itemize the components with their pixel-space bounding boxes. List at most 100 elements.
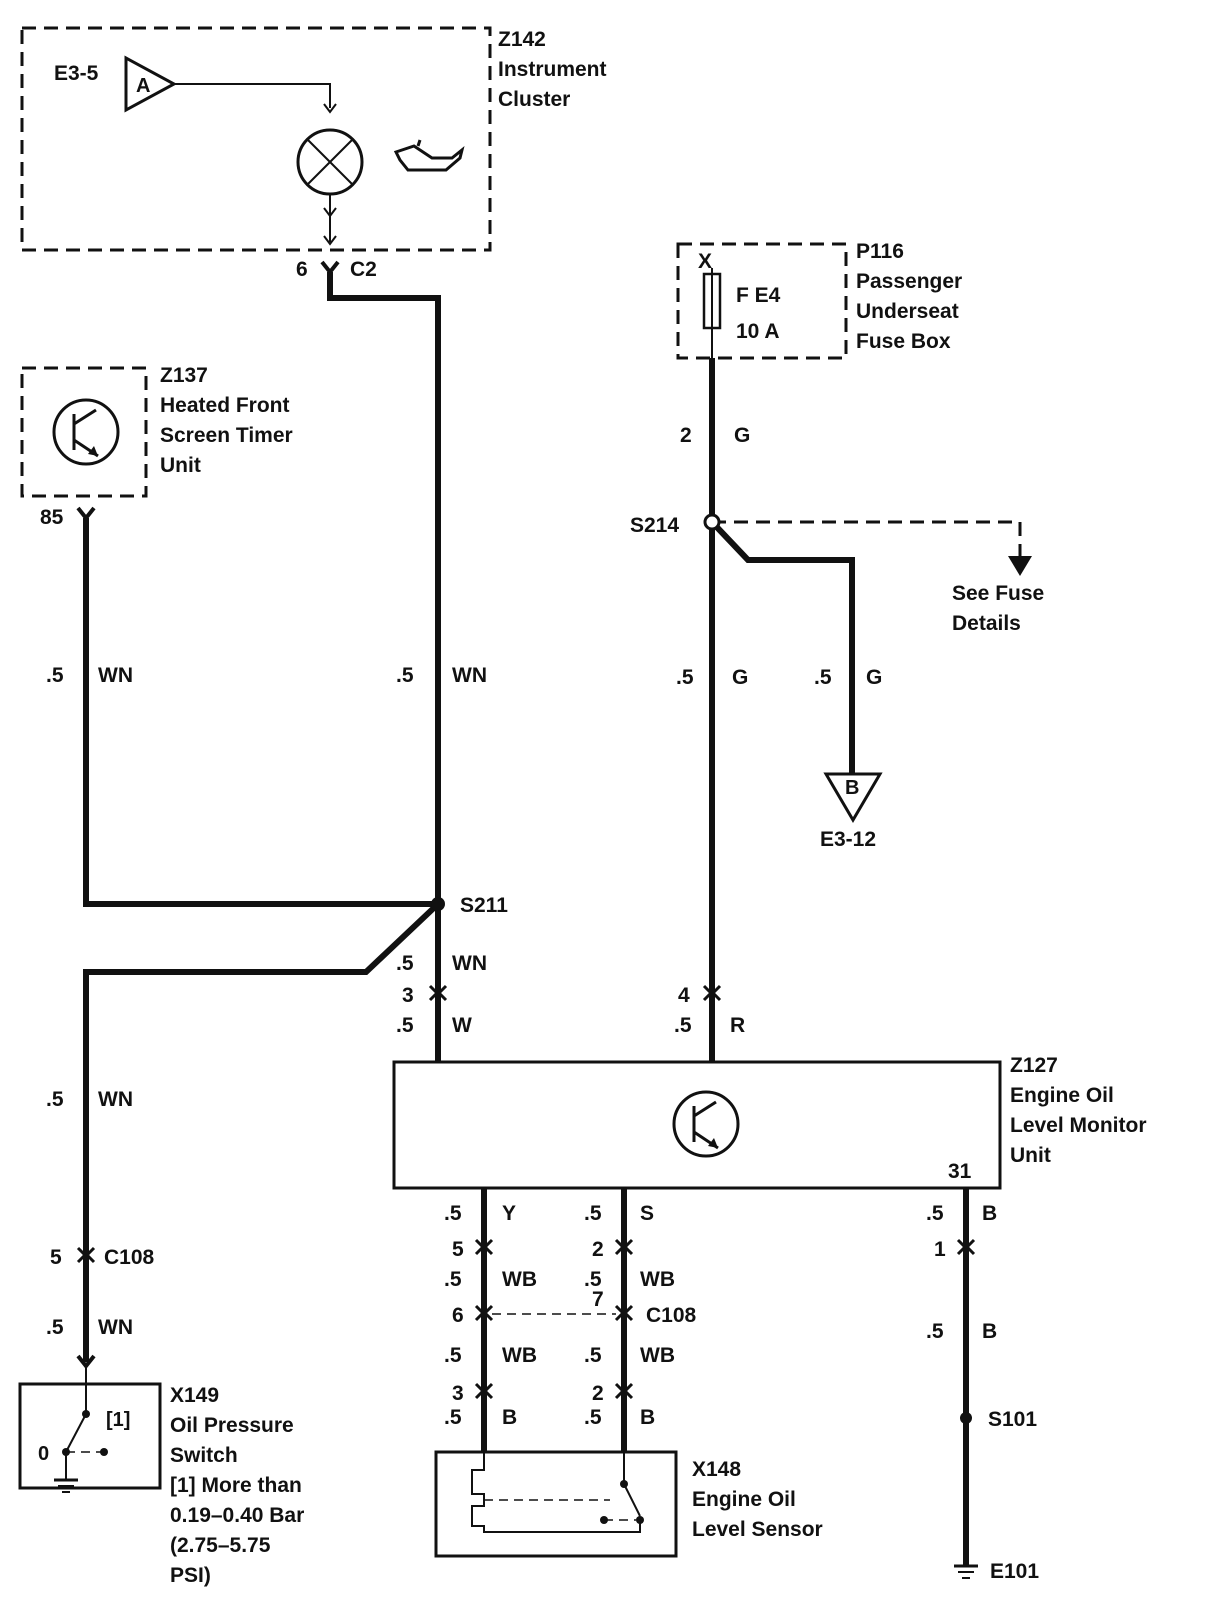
connector-3-symbol xyxy=(428,984,448,1002)
x149-line6: PSI) xyxy=(170,1564,211,1587)
p116-x-label: X xyxy=(698,250,712,273)
z127-id: Z127 xyxy=(1010,1054,1058,1077)
c108-left-label: C108 xyxy=(104,1246,155,1269)
z142-line1: Instrument xyxy=(498,58,607,81)
y-wire-size: .5 xyxy=(444,1202,462,1225)
b-a-color: B xyxy=(502,1406,517,1429)
ground-icon-e101 xyxy=(954,1564,978,1579)
s214-label: S214 xyxy=(630,514,679,537)
ground-icon-x149 xyxy=(54,1478,78,1493)
connector-2a-symbol xyxy=(614,1238,634,1256)
c2-connector-symbol xyxy=(320,260,340,276)
w-center-color: W xyxy=(452,1014,472,1037)
wn-left-color: WN xyxy=(98,664,133,687)
x149-id: X149 xyxy=(170,1384,219,1407)
p116-id: P116 xyxy=(856,240,904,263)
x149-zero-label: 0 xyxy=(38,1443,49,1465)
z127-line3: Unit xyxy=(1010,1144,1051,1167)
r-center-size: .5 xyxy=(674,1014,692,1037)
warning-lamp-icon xyxy=(296,128,364,196)
z142-ref-in: E3-5 xyxy=(54,62,99,85)
c108-left-pin: 5 xyxy=(50,1246,62,1269)
g-branch-size: .5 xyxy=(814,666,832,689)
x149-contact-label: [1] xyxy=(106,1409,130,1431)
conn-4-label: 4 xyxy=(678,984,690,1007)
oil-can-icon xyxy=(393,139,465,172)
wb-b2-size: .5 xyxy=(584,1344,602,1367)
dashed-to-fuse-details xyxy=(712,520,1022,556)
z127-line2: Level Monitor xyxy=(1010,1114,1147,1137)
x149-boundary xyxy=(18,1382,162,1490)
conn-2b-label: 2 xyxy=(592,1382,604,1405)
wb-a2-color: WB xyxy=(502,1344,537,1367)
p116-fuse-box: X F E4 10 A P116 Passenger Underseat Fus… xyxy=(676,240,962,360)
connector-1-symbol xyxy=(956,1238,976,1256)
z127-line1: Engine Oil xyxy=(1010,1084,1114,1107)
x149-line3: [1] More than xyxy=(170,1474,302,1497)
p116-line2: Underseat xyxy=(856,300,959,323)
wn-below-s211-size: .5 xyxy=(396,952,414,975)
wn-bottom-left-size: .5 xyxy=(46,1316,64,1339)
splice-s101-dot xyxy=(960,1412,972,1424)
g-branch-color: G xyxy=(866,666,882,689)
see-fuse-line1: See Fuse xyxy=(952,582,1044,605)
wn-lower-left-color: WN xyxy=(98,1088,133,1111)
g-top-color: G xyxy=(734,424,750,447)
transistor-icon-z127 xyxy=(672,1090,740,1158)
conn-6-label: 6 xyxy=(452,1304,464,1327)
conn-3b-label: 3 xyxy=(452,1382,464,1405)
see-fuse-line2: Details xyxy=(952,612,1021,635)
z142-line2: Cluster xyxy=(498,88,570,111)
wn-below-s211-color: WN xyxy=(452,952,487,975)
e3-12-connector: B E3-12 xyxy=(820,772,883,851)
x148-id: X148 xyxy=(692,1458,741,1481)
connector-4-symbol xyxy=(702,984,722,1002)
w-center-size: .5 xyxy=(396,1014,414,1037)
g-mid-color: G xyxy=(732,666,748,689)
z127-pin: 31 xyxy=(948,1160,972,1183)
z137-timer-unit: Z137 Heated Front Screen Timer Unit 85 xyxy=(20,364,293,529)
z137-line2: Screen Timer xyxy=(160,424,293,447)
connector-7-symbol xyxy=(614,1304,634,1322)
splice-s211-dot xyxy=(431,897,445,911)
p116-boundary xyxy=(676,242,848,360)
x149-line1: Oil Pressure xyxy=(170,1414,294,1437)
x148-line1: Engine Oil xyxy=(692,1488,796,1511)
conn-7-label: 7 xyxy=(592,1288,604,1311)
wb-b2-color: WB xyxy=(640,1344,675,1367)
z137-boundary xyxy=(20,366,148,498)
wn-lower-left-size: .5 xyxy=(46,1088,64,1111)
conn-3-label: 3 xyxy=(402,984,414,1007)
z142-conn: C2 xyxy=(350,258,377,281)
connector-2b-symbol xyxy=(614,1382,634,1400)
tri-b-letter: B xyxy=(845,777,859,799)
e3-12-label: E3-12 xyxy=(820,828,876,851)
z142-id: Z142 xyxy=(498,28,546,51)
wb-a2-size: .5 xyxy=(444,1344,462,1367)
x149-oil-pressure-switch: [1] 0 X149 Oil Pressure Switch [1] More … xyxy=(18,1366,304,1587)
p116-fuse-rating: 10 A xyxy=(736,320,780,343)
ground-e101-label: E101 xyxy=(990,1560,1039,1583)
z137-line3: Unit xyxy=(160,454,201,477)
wb-b1-color: WB xyxy=(640,1268,675,1291)
b-b-size: .5 xyxy=(584,1406,602,1429)
connector-c108-left-symbol xyxy=(76,1246,96,1264)
x148-line2: Level Sensor xyxy=(692,1518,823,1541)
b-right-lower-size: .5 xyxy=(926,1320,944,1343)
wb-b1-size: .5 xyxy=(584,1268,602,1291)
z142-instrument-cluster: E3-5 A Z142 Instrument Cluster 6 C2 xyxy=(20,26,607,281)
b-b-color: B xyxy=(640,1406,655,1429)
wb-a1-color: WB xyxy=(502,1268,537,1291)
s211-label: S211 xyxy=(460,894,508,917)
conn-2a-label: 2 xyxy=(592,1238,604,1261)
connector-a-triangle: A xyxy=(124,55,178,113)
g-mid-size: .5 xyxy=(676,666,694,689)
z137-pin-symbol xyxy=(76,506,96,522)
wn-bottom-left-color: WN xyxy=(98,1316,133,1339)
wire-s211-to-x149 xyxy=(83,901,441,1362)
z142-pin-exit xyxy=(323,235,337,246)
p116-line3: Fuse Box xyxy=(856,330,951,353)
wn-center-color: WN xyxy=(452,664,487,687)
z137-id: Z137 xyxy=(160,364,208,387)
